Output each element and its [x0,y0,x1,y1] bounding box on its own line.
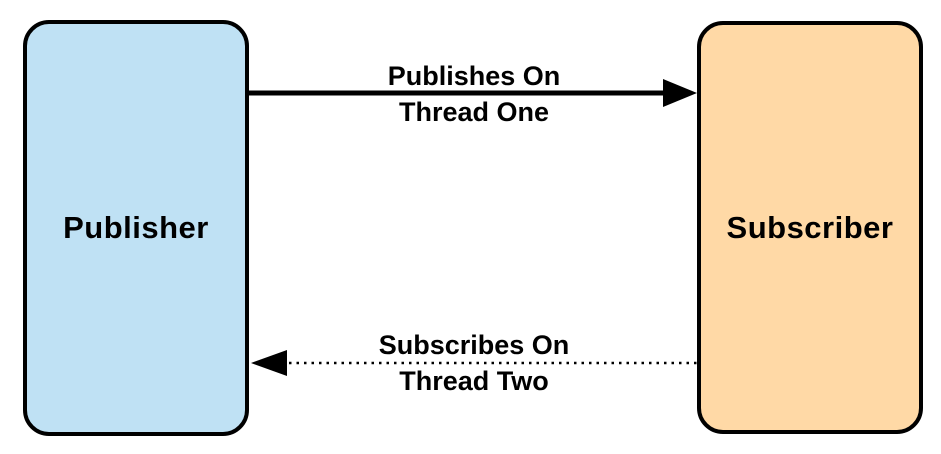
subscribes-edge-label-line1: Subscribes On [378,330,570,360]
publishes-edge-label-line1: Publishes On [387,61,561,91]
subscribes-arrowhead-icon [251,350,287,376]
publishes-edge-label-line2: Thread One [398,97,550,127]
publisher-node-label: Publisher [63,210,209,245]
publishes-edge-label: Publishes On Thread One [314,58,634,130]
subscribes-edge-label-line2: Thread Two [399,366,549,396]
publishes-arrowhead-icon [663,79,697,107]
publisher-node: Publisher [23,20,249,436]
subscriber-node-label: Subscriber [726,209,894,245]
subscriber-node: Subscriber [697,21,923,434]
subscribes-edge-label: Subscribes On Thread Two [314,327,634,399]
